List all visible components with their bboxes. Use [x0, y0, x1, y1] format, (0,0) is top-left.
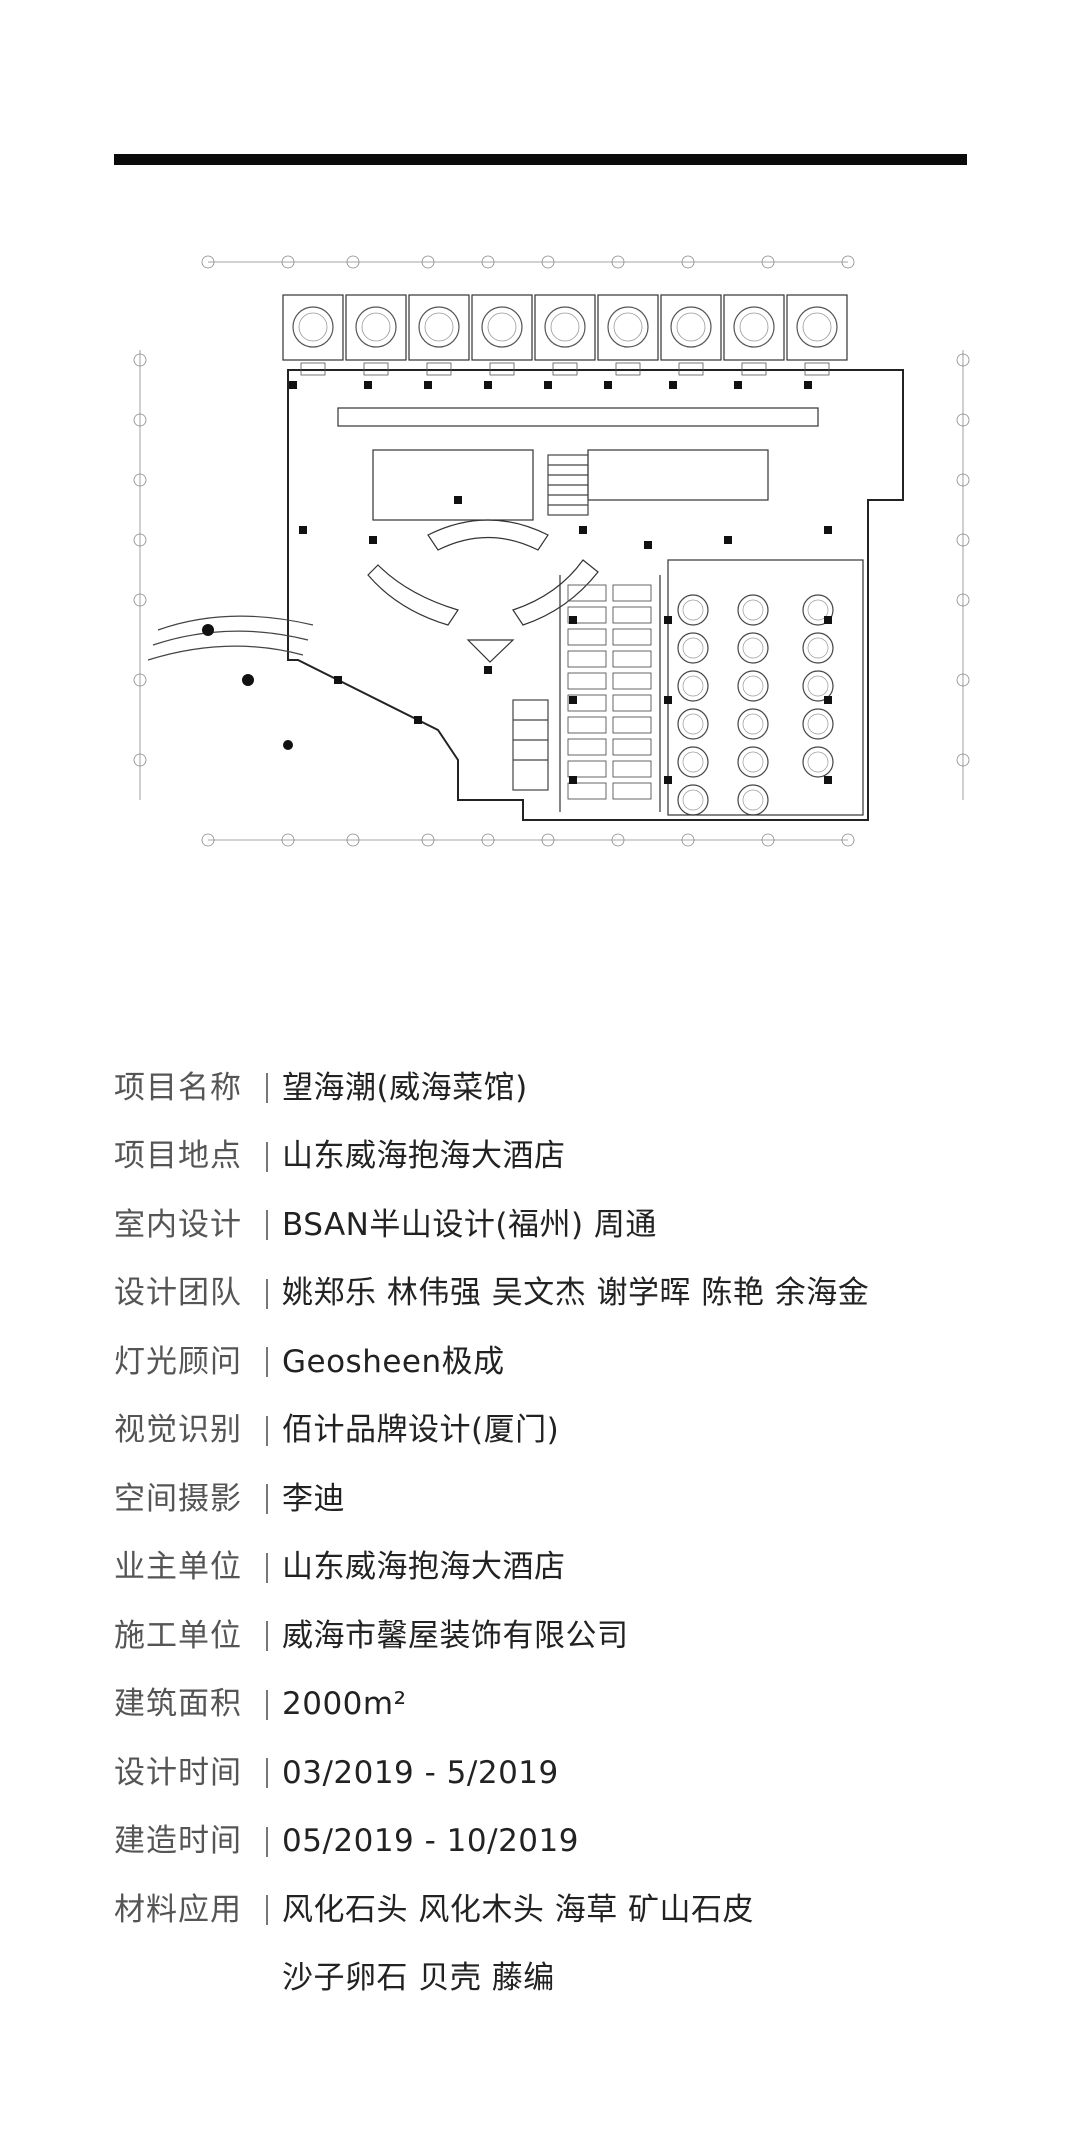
info-value: 望海潮(威海菜馆): [282, 1069, 528, 1106]
info-value: BSAN半山设计(福州) 周通: [282, 1206, 657, 1243]
info-label: 室内设计: [114, 1206, 242, 1243]
separator: [252, 1415, 282, 1446]
separator: [252, 1758, 282, 1789]
separator: [252, 1895, 282, 1926]
separator: [252, 1689, 282, 1720]
dimension-lines: [139, 261, 964, 841]
info-row: 业主单位 山东威海抱海大酒店: [114, 1534, 974, 1603]
info-row: 建造时间 05/2019 - 10/2019: [114, 1808, 974, 1877]
grid-axis-markers: [133, 255, 970, 847]
info-value: 李迪: [282, 1480, 345, 1517]
info-label: 施工单位: [114, 1617, 242, 1654]
separator: [252, 1210, 282, 1241]
info-label: 建造时间: [114, 1823, 242, 1860]
separator: [252, 1278, 282, 1309]
separator: [252, 1552, 282, 1583]
info-row: 室内设计 BSAN半山设计(福州) 周通: [114, 1191, 974, 1260]
upper-dining-area: [337, 407, 819, 663]
info-row: 项目名称 望海潮(威海菜馆): [114, 1054, 974, 1123]
materials-continued: 沙子卵石 贝壳 藤编: [282, 1960, 555, 1997]
info-label: 业主单位: [114, 1549, 242, 1586]
booth-seating: [559, 575, 661, 812]
separator: [252, 1347, 282, 1378]
info-label: 设计时间: [114, 1754, 242, 1791]
info-label: 材料应用: [114, 1891, 242, 1928]
info-row: 灯光顾问 Geosheen极成: [114, 1328, 974, 1397]
info-row: 建筑面积 2000m²: [114, 1671, 974, 1740]
floor-plan-drawing: [128, 200, 988, 920]
top-divider: [114, 154, 967, 165]
info-label: 项目地点: [114, 1138, 242, 1175]
info-row: 设计团队 姚郑乐 林伟强 吴文杰 谢学晖 陈艳 余海金: [114, 1260, 974, 1329]
info-row: 项目地点 山东威海抱海大酒店: [114, 1123, 974, 1192]
info-label: 灯光顾问: [114, 1343, 242, 1380]
building-outline: [287, 369, 904, 821]
info-value: 山东威海抱海大酒店: [282, 1549, 566, 1586]
info-value: 威海市馨屋装饰有限公司: [282, 1617, 629, 1654]
info-row: 视觉识别 佰计品牌设计(厦门): [114, 1397, 974, 1466]
separator: [252, 1621, 282, 1652]
info-value: Geosheen极成: [282, 1343, 505, 1380]
info-row: 空间摄影 李迪: [114, 1465, 974, 1534]
info-label: 建筑面积: [114, 1686, 242, 1723]
info-row: 设计时间 03/2019 - 5/2019: [114, 1739, 974, 1808]
info-value: 03/2019 - 5/2019: [282, 1754, 559, 1791]
info-row: 施工单位 威海市馨屋装饰有限公司: [114, 1602, 974, 1671]
info-value: 风化石头 风化木头 海草 矿山石皮: [282, 1891, 755, 1928]
info-value: 05/2019 - 10/2019: [282, 1823, 579, 1860]
info-label: 空间摄影: [114, 1480, 242, 1517]
stairs-and-entrance: [147, 454, 589, 791]
separator: [252, 1826, 282, 1857]
info-row: 材料应用 风化石头 风化木头 海草 矿山石皮: [114, 1876, 974, 1945]
info-label: 项目名称: [114, 1069, 242, 1106]
info-label: 视觉识别: [114, 1412, 242, 1449]
separator: [252, 1073, 282, 1104]
private-dining-rooms: [282, 294, 848, 376]
separator: [252, 1484, 282, 1515]
info-label: 设计团队: [114, 1275, 242, 1312]
info-value: 2000m²: [282, 1686, 407, 1723]
info-value: 佰计品牌设计(厦门): [282, 1412, 560, 1449]
info-row-materials-continued: 沙子卵石 贝壳 藤编: [114, 1945, 974, 2014]
info-value: 姚郑乐 林伟强 吴文杰 谢学晖 陈艳 余海金: [282, 1275, 870, 1312]
structural-columns: [202, 381, 832, 784]
separator: [252, 1141, 282, 1172]
banquet-hall-tables: [667, 559, 864, 816]
info-value: 山东威海抱海大酒店: [282, 1138, 566, 1175]
